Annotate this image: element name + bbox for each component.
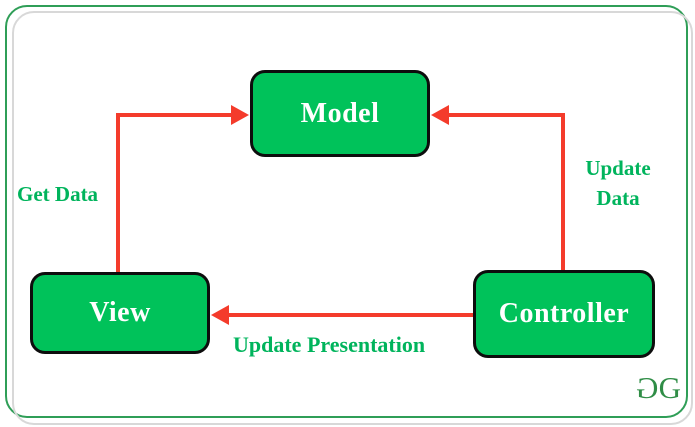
logo-g-glyph: G [658,370,681,405]
edge-label-update-data: Update Data [585,156,651,211]
arrow-get-data-arrowhead-icon [231,105,249,125]
outer-green-border [5,5,688,418]
node-controller-label: Controller [498,298,630,329]
arrow-update-data-vertical-segment [561,113,565,270]
outer-gray-shadow-border [12,11,693,425]
geeksforgeeks-logo: GG [638,370,681,406]
node-model-label: Model [300,97,380,129]
arrow-update-presentation-horizontal-segment [228,313,473,317]
node-view-label: View [89,297,151,328]
logo-reversed-g-glyph: G [638,370,659,405]
node-controller: Controller [473,270,655,358]
arrow-update-presentation-arrowhead-icon [211,305,229,325]
arrow-get-data-vertical-segment [116,113,120,272]
edge-label-update-presentation: Update Presentation [233,332,426,357]
edge-label-get-data: Get Data [17,182,99,206]
arrow-update-data-horizontal-segment [448,113,565,117]
node-model: Model [250,70,430,157]
arrow-get-data-horizontal-segment [116,113,232,117]
node-view: View [30,272,210,354]
arrow-update-data-arrowhead-icon [431,105,449,125]
